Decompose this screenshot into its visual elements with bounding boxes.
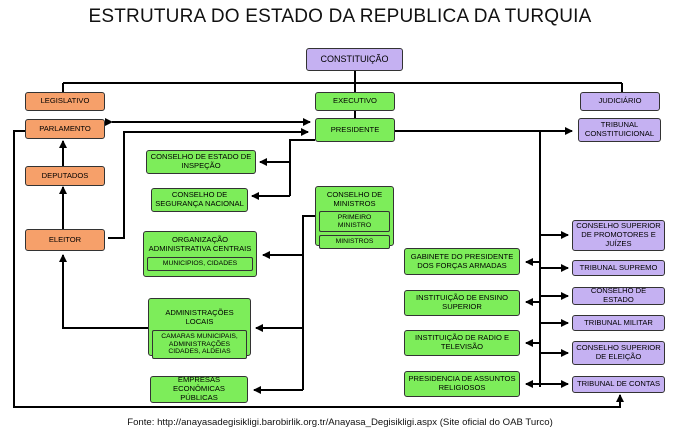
diagram-title: ESTRUTURA DO ESTADO DA REPUBLICA DA TURQ…: [88, 6, 592, 27]
node-conselho-seguranca: CONSELHO DE SEGURANÇA NACIONAL: [151, 188, 248, 212]
node-conselho-eleicao: CONSELHO SUPERIOR DE ELEIÇÃO: [572, 341, 665, 365]
node-radio: INSTITUIÇÃO DE RADIO E TELEVISÃO: [404, 330, 520, 356]
node-tribunal-militar: TRIBUNAL MILITAR: [572, 315, 665, 331]
organizacao-label: ORGANIZAÇÃO ADMINISTRATIVA CENTRAIS: [148, 235, 252, 253]
node-tribunal-supremo: TRIBUNAL SUPREMO: [572, 260, 665, 276]
conselho-ministros-label: CONSELHO DE MINISTROS: [326, 190, 383, 208]
node-parlamento: PARLAMENTO: [25, 119, 105, 139]
node-tribunal-contas: TRIBUNAL DE CONTAS: [572, 376, 665, 393]
node-eleitor: ELEITOR: [25, 229, 105, 251]
node-conselho-promotores: CONSELHO SUPERIOR DE PROMOTORES E JUÍZES: [572, 220, 665, 251]
node-municipios: MUNICIPIOS, CIDADES: [147, 257, 253, 271]
node-presidente: PRESIDENTE: [315, 118, 395, 142]
source-caption: Fonte: http://anayasadegisikligi.barobir…: [127, 417, 553, 428]
node-conselho-estado: CONSELHO DE ESTADO: [572, 286, 665, 305]
node-ministros: MINISTROS: [319, 235, 390, 249]
node-primeiro-ministro: PRIMEIRO MINISTRO: [319, 211, 390, 233]
node-presidencia-religiosos: PRESIDENCIA DE ASSUNTOS RELIGIOSOS: [404, 371, 520, 397]
node-gabinete: GABINETE DO PRESIDENTE DOS FORÇAS ARMADA…: [404, 248, 520, 275]
node-legislativo: LEGISLATIVO: [25, 92, 105, 111]
node-judiciario: JUDICIÁRIO: [580, 92, 660, 111]
node-adm-locais: ADMINISTRAÇÕES LOCAIS CAMARAS MUNICIPAIS…: [148, 298, 251, 359]
node-deputados: DEPUTADOS: [25, 166, 105, 186]
node-constituicao: CONSTITUIÇÃO: [306, 48, 403, 71]
node-executivo: EXECUTIVO: [315, 92, 395, 111]
node-organizacao: ORGANIZAÇÃO ADMINISTRATIVA CENTRAIS MUNI…: [143, 231, 257, 277]
node-conselho-ministros: CONSELHO DE MINISTROS PRIMEIRO MINISTRO …: [315, 186, 394, 249]
adm-locais-label: ADMINISTRAÇÕES LOCAIS: [165, 308, 234, 326]
node-tribunal-constitucional: TRIBUNAL CONSTITUICIONAL: [578, 118, 661, 142]
node-conselho-estado-inspecao: CONSELHO DE ESTADO DE INSPEÇÃO: [146, 150, 256, 174]
node-ensino: INSTITUIÇÃO DE ENSINO SUPERIOR: [404, 290, 520, 316]
node-empresas: EMPRESAS ECONÔMICAS PÚBLICAS: [150, 376, 248, 403]
node-camaras: CAMARAS MUNICIPAIS, ADMINISTRAÇÕES CIDAD…: [152, 330, 247, 359]
